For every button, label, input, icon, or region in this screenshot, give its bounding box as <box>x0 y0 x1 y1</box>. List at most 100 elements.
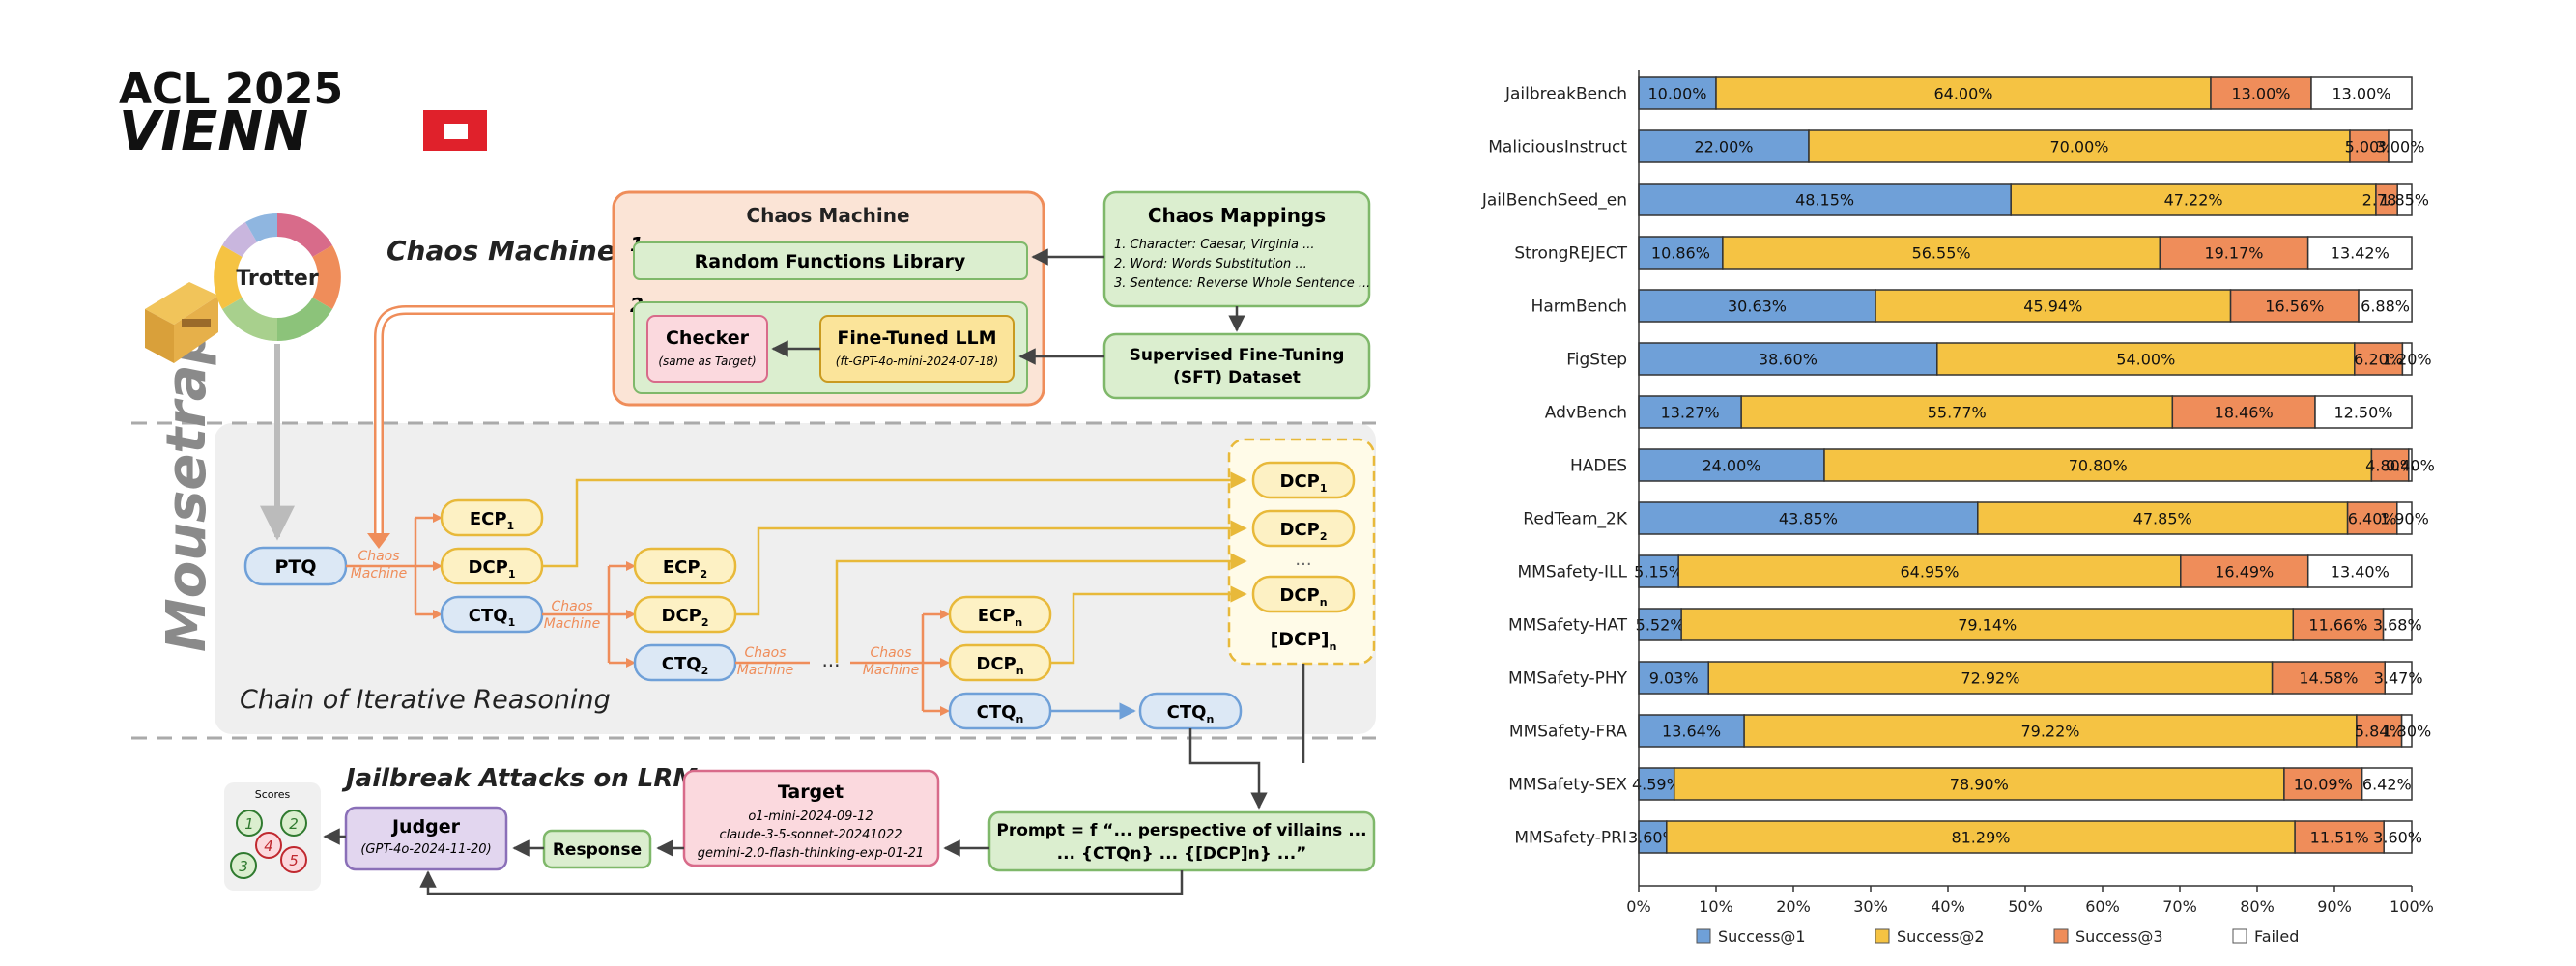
bar-segment <box>2370 448 2410 482</box>
chaos-machine-title: Chaos Machine <box>386 235 615 267</box>
data-label: 81.29% <box>1951 829 2010 847</box>
data-label: 16.56% <box>2265 298 2324 316</box>
bar-segment <box>2356 714 2403 748</box>
legend-swatch <box>2053 928 2069 944</box>
data-label: 13.42% <box>2331 244 2390 263</box>
bar-segment <box>1977 501 2349 535</box>
svg-text:DCP2: DCP2 <box>1280 520 1328 543</box>
svg-text:DCPn: DCPn <box>976 654 1023 677</box>
category-label: MMSafety-SEX <box>1508 776 1627 795</box>
data-label: 3.47% <box>2374 669 2423 688</box>
bar-segment <box>2210 76 2312 110</box>
target-box <box>682 769 940 867</box>
svg-text:DCP1: DCP1 <box>469 557 516 581</box>
data-label: 13.00% <box>2332 85 2390 103</box>
jailbreak-title: Jailbreak Attacks on LRMs <box>341 764 713 793</box>
data-label: 10.86% <box>1651 244 1710 263</box>
svg-text:Chaos: Chaos <box>551 599 592 614</box>
bar-segment <box>1808 129 2351 163</box>
bar-segment <box>2159 236 2309 270</box>
svg-text:(SFT) Dataset: (SFT) Dataset <box>1173 368 1301 387</box>
data-label: 18.46% <box>2215 404 2274 422</box>
svg-text:DCPn: DCPn <box>1279 585 1327 609</box>
data-label: 24.00% <box>1702 457 1760 475</box>
svg-text:Fine-Tuned LLM: Fine-Tuned LLM <box>837 327 996 349</box>
bar-segment <box>1722 236 2161 270</box>
svg-text:Chaos: Chaos <box>744 645 786 661</box>
svg-text:2. Word: Words Substitution ..: 2. Word: Words Substitution ... <box>1114 257 1307 271</box>
svg-text:Machine: Machine <box>737 663 794 678</box>
svg-text:1: 1 <box>244 815 254 833</box>
data-label: 13.64% <box>1662 723 1721 741</box>
legend-label: Failed <box>2254 927 2299 946</box>
data-label: 11.51% <box>2310 829 2369 847</box>
data-label: 54.00% <box>2116 351 2175 369</box>
category-label: MaliciousInstruct <box>1488 138 1627 157</box>
svg-text:Chaos: Chaos <box>358 549 399 564</box>
data-label: 79.22% <box>2020 723 2079 741</box>
data-label: 70.00% <box>2049 138 2108 156</box>
svg-text:PTQ: PTQ <box>274 556 316 578</box>
data-label: 64.95% <box>1900 563 1959 582</box>
svg-text:DCP1: DCP1 <box>1280 471 1328 495</box>
data-label: 11.66% <box>2308 616 2367 635</box>
data-label: 3.60% <box>2373 829 2422 847</box>
category-label: RedTeam_2K <box>1523 510 1628 529</box>
data-label: 16.49% <box>2215 563 2274 582</box>
data-label: 64.00% <box>1933 85 1992 103</box>
data-label: 47.22% <box>2164 191 2223 210</box>
mousetrap-label: Mousetrap <box>156 326 218 652</box>
data-label: 78.90% <box>1950 776 2009 794</box>
data-label: 79.14% <box>1958 616 2017 635</box>
data-label: 5.00% <box>2345 138 2394 156</box>
bar-segment <box>2346 501 2398 535</box>
svg-text:4: 4 <box>264 838 273 855</box>
bar-segment <box>2310 76 2413 110</box>
svg-text:DCP2: DCP2 <box>662 606 709 629</box>
bar-segment <box>2396 501 2413 535</box>
svg-text:ECP2: ECP2 <box>663 557 707 581</box>
svg-text:Chaos Machine: Chaos Machine <box>746 204 909 227</box>
x-tick-label: 60% <box>2085 897 2120 916</box>
bar-segment <box>2382 608 2413 641</box>
legend-swatch <box>1696 928 1711 944</box>
category-label: JailBenchSeed_en <box>1481 191 1627 211</box>
svg-text:Response: Response <box>553 840 642 860</box>
category-label: MMSafety-PHY <box>1508 669 1628 689</box>
data-label: 3.68% <box>2373 616 2422 635</box>
data-label: 45.94% <box>2023 298 2082 316</box>
svg-text:[DCP]n: [DCP]n <box>1271 629 1337 653</box>
category-label: FigStep <box>1566 351 1627 370</box>
svg-text:...: ... <box>1295 550 1311 570</box>
category-label: AdvBench <box>1545 404 1627 423</box>
bar-segment <box>1680 608 2295 641</box>
svg-text:(ft-GPT-4o-mini-2024-07-18): (ft-GPT-4o-mini-2024-07-18) <box>836 355 998 368</box>
svg-text:Prompt = f “... perspective of: Prompt = f “... perspective of villains … <box>996 821 1366 840</box>
bar-segment <box>2271 661 2386 695</box>
svg-text:Machine: Machine <box>351 566 408 582</box>
data-label: 0.40% <box>2386 457 2435 475</box>
data-label: 6.20% <box>2354 351 2403 369</box>
bar-segment <box>1638 608 1682 641</box>
mousetrap-diagram: ACL 2025 VIENN Mousetrap Chain of Iterat… <box>119 65 1376 895</box>
data-label: 12.50% <box>2333 404 2392 422</box>
data-label: 5.84% <box>2355 723 2404 741</box>
svg-text:3: 3 <box>239 858 248 875</box>
random-functions-box <box>633 242 1028 280</box>
bar-segment <box>2306 554 2413 588</box>
data-label: 22.00% <box>1694 138 1753 156</box>
data-label: 6.40% <box>2348 510 2397 528</box>
bar-segment <box>1638 501 1979 535</box>
data-label: 56.55% <box>1912 244 1971 263</box>
svg-text:5: 5 <box>289 852 299 869</box>
data-label: 47.85% <box>2133 510 2192 528</box>
legend-swatch <box>1875 928 1890 944</box>
bar-segment <box>2180 554 2309 588</box>
bar-segment <box>2401 342 2413 376</box>
bar-segment <box>2314 395 2413 429</box>
ecp1-node <box>440 498 544 537</box>
conference-logo: ACL 2025 VIENN <box>119 65 487 163</box>
bar-segment <box>2306 236 2413 270</box>
